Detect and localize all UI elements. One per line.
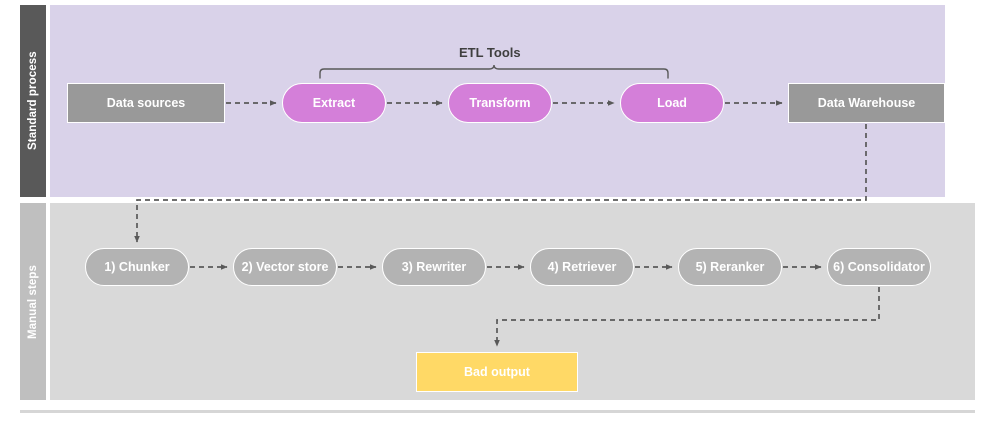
node-vector-store[interactable]: 2) Vector store xyxy=(233,248,337,286)
lane-header-standard-process: Standard process xyxy=(20,5,46,197)
lane-header-manual-steps: Manual steps xyxy=(20,203,46,400)
node-extract[interactable]: Extract xyxy=(282,83,386,123)
node-reranker[interactable]: 5) Reranker xyxy=(678,248,782,286)
node-data-warehouse[interactable]: Data Warehouse xyxy=(788,83,945,123)
node-rewriter[interactable]: 3) Rewriter xyxy=(382,248,486,286)
node-consolidator[interactable]: 6) Consolidator xyxy=(827,248,931,286)
node-data-sources[interactable]: Data sources xyxy=(67,83,225,123)
node-transform[interactable]: Transform xyxy=(448,83,552,123)
bottom-divider xyxy=(20,410,975,413)
etl-tools-label: ETL Tools xyxy=(459,45,521,60)
node-retriever[interactable]: 4) Retriever xyxy=(530,248,634,286)
node-load[interactable]: Load xyxy=(620,83,724,123)
node-bad-output[interactable]: Bad output xyxy=(416,352,578,392)
node-chunker[interactable]: 1) Chunker xyxy=(85,248,189,286)
